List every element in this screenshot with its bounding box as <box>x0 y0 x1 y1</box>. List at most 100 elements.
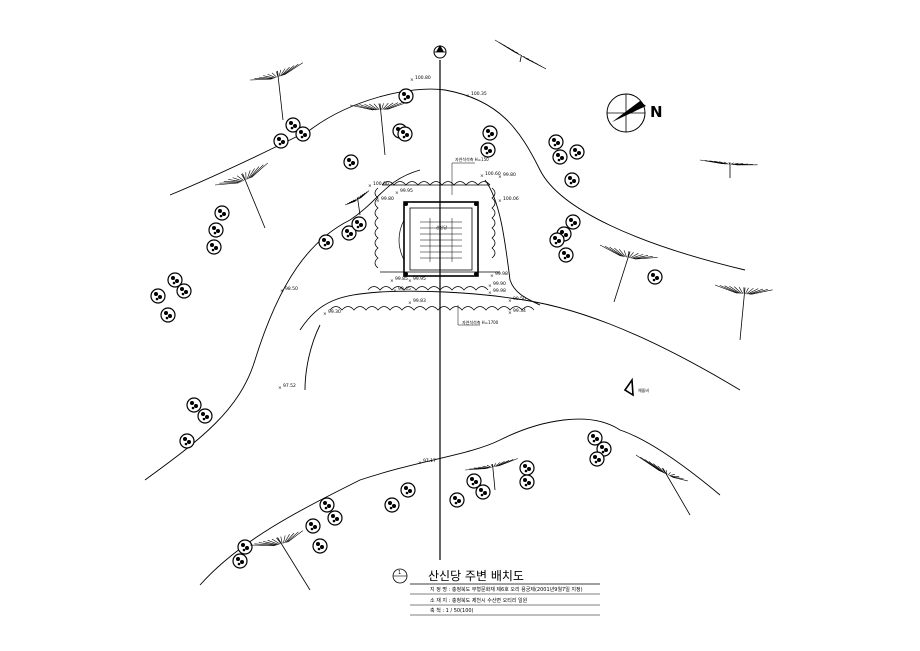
tree-icon <box>197 408 213 424</box>
svg-text:×: × <box>508 310 512 316</box>
tree-icon <box>397 126 413 142</box>
elevation-point: ×99.98 <box>488 288 506 296</box>
svg-text:×: × <box>408 300 412 306</box>
elevation-marks: ×100.80×100.35×100.60×100.60×100.06×99.8… <box>278 75 526 466</box>
tree-icon <box>384 497 400 513</box>
tree-icon <box>343 154 359 170</box>
svg-text:×: × <box>368 183 372 189</box>
svg-text:×: × <box>418 460 422 466</box>
lower-stone-wall <box>329 286 535 311</box>
svg-text:×: × <box>498 174 502 180</box>
tree-icon <box>519 474 535 490</box>
tree-icon <box>449 492 465 508</box>
upper-stone-wall <box>374 181 496 269</box>
shrine-label: 산신당 <box>436 224 447 230</box>
elevation-value: 100.60 <box>373 181 389 187</box>
tree-icon <box>179 433 195 449</box>
designation-line: 지 정 명 : 충청북도 무형문화재 제6호 오리 용궁제(2001년9월7일 … <box>430 586 583 593</box>
svg-text:×: × <box>280 288 284 294</box>
tree-icon <box>318 234 334 250</box>
elevation-point: ×99.80 <box>376 196 394 204</box>
elevation-value: 99.30 <box>328 309 341 315</box>
tree-icon <box>565 214 581 230</box>
tree-icon <box>273 133 289 149</box>
wall-notes: 자연석석축 H=150 자연석석축 H=1700 <box>451 156 499 326</box>
slope-hatch-fan <box>699 159 758 178</box>
title-block: 1 산신당 주변 배치도 지 정 명 : 충청북도 무형문화재 제6호 오리 용… <box>392 568 600 616</box>
tree-icon <box>519 460 535 476</box>
svg-text:×: × <box>278 385 282 391</box>
svg-text:×: × <box>498 198 502 204</box>
center-axis <box>433 45 447 560</box>
tree-icon <box>150 288 166 304</box>
slope-hatch-fan <box>349 101 408 156</box>
elevation-value: 98.50 <box>285 286 298 292</box>
slope-hatch-fan <box>344 190 370 216</box>
elevation-point: ×100.60 <box>368 181 389 189</box>
elevation-value: 99.95 <box>400 188 413 194</box>
elevation-value: 99.34 <box>513 308 526 314</box>
elevation-value: 100.60 <box>485 171 501 177</box>
svg-text:×: × <box>490 273 494 279</box>
tree-icon <box>237 539 253 555</box>
scale-line: 축 척 : 1 / 50(100) <box>430 607 474 614</box>
survey-marker-label: 해돌비 <box>638 387 649 393</box>
elevation-point: ×99.30 <box>323 309 341 317</box>
elevation-value: 97.52 <box>283 383 296 389</box>
elevation-point: ×99.45 <box>393 286 411 294</box>
svg-text:×: × <box>488 290 492 296</box>
tree-icon <box>186 397 202 413</box>
tree-icon <box>589 451 605 467</box>
elevation-point: ×99.83 <box>408 298 426 306</box>
elevation-value: 99.45 <box>398 286 411 292</box>
drawing-number: 1 <box>398 570 401 576</box>
elevation-value: 99.83 <box>413 298 426 304</box>
elevation-point: ×99.85 <box>390 276 408 284</box>
elevation-point: ×99.80 <box>498 172 516 180</box>
svg-text:N: N <box>650 103 663 121</box>
svg-text:×: × <box>410 77 414 83</box>
slope-hatch-fan <box>464 458 518 491</box>
tree-icon <box>312 538 328 554</box>
elevation-value: 99.85 <box>395 276 408 282</box>
tree-icon <box>647 269 663 285</box>
elevation-point: ×99.90 <box>488 281 506 289</box>
drawing-title: 산신당 주변 배치도 <box>428 569 524 583</box>
trees-group <box>150 88 663 569</box>
tree-icon <box>206 239 222 255</box>
elevation-point: ×100.35 <box>466 91 487 99</box>
elevation-value: 99.80 <box>381 196 394 202</box>
tree-icon <box>475 484 491 500</box>
elevation-point: ×99.95 <box>395 188 413 196</box>
tree-icon <box>160 307 176 323</box>
tree-icon <box>558 247 574 263</box>
tree-icon <box>176 283 192 299</box>
tree-icon <box>285 117 301 133</box>
svg-text:×: × <box>488 283 492 289</box>
svg-text:×: × <box>395 190 399 196</box>
slope-hatch-fan <box>714 284 773 341</box>
elevation-value: 99.50 <box>513 296 526 302</box>
contour-lines <box>144 88 746 586</box>
tree-icon <box>232 553 248 569</box>
elevation-value: 99.95 <box>413 276 426 282</box>
north-arrow-icon: N <box>606 93 663 133</box>
slope-hatch-fan <box>249 530 311 591</box>
tree-icon <box>552 149 568 165</box>
elevation-value: 100.06 <box>503 196 519 202</box>
shrine-building: 산신당 <box>380 201 500 277</box>
elevation-point: ×99.50 <box>508 296 526 304</box>
elevation-point: ×99.34 <box>508 308 526 316</box>
elevation-point: ×100.80 <box>410 75 431 83</box>
slope-hatch-fan <box>599 244 658 303</box>
tree-icon <box>548 134 564 150</box>
location-line: 소 재 지 : 충청북도 제천시 수산면 오티리 일원 <box>430 597 528 604</box>
svg-text:×: × <box>323 311 327 317</box>
svg-text:×: × <box>408 278 412 284</box>
tree-icon <box>305 518 321 534</box>
slope-hatch-fan <box>249 62 303 121</box>
tree-icon <box>564 172 580 188</box>
tree-icon <box>214 205 230 221</box>
elevation-value: 97.17 <box>423 458 436 464</box>
